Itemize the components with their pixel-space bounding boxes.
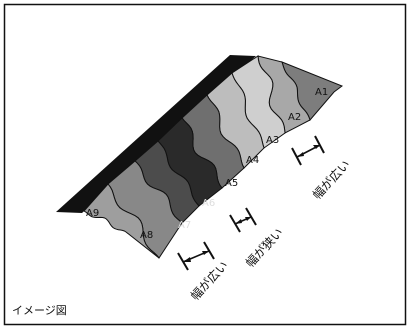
band-label-a4: A4 [246, 155, 259, 166]
band-label-a3: A3 [266, 135, 279, 146]
band-label-a5: A5 [225, 178, 238, 189]
band-label-a9: A9 [86, 208, 99, 219]
band-label-a1: A1 [315, 87, 328, 98]
width-label-wide-2: 幅が広い [309, 157, 353, 202]
width-label-wide-1: 幅が広い [187, 258, 231, 303]
figure-caption: イメージ図 [12, 304, 67, 317]
width-marker-2 [229, 207, 257, 233]
band-label-a2: A2 [288, 112, 301, 123]
band-label-a7: A7 [178, 220, 191, 231]
band-label-a8: A8 [140, 230, 153, 241]
width-label-narrow: 幅が狭い [242, 225, 286, 270]
width-marker-3 [291, 135, 325, 166]
width-marker-1 [177, 241, 215, 271]
band-label-a6: A6 [202, 198, 215, 209]
band-strip [83, 55, 344, 259]
figure-border [3, 3, 407, 326]
top-edge [56, 55, 256, 213]
band-a9 [83, 183, 160, 259]
